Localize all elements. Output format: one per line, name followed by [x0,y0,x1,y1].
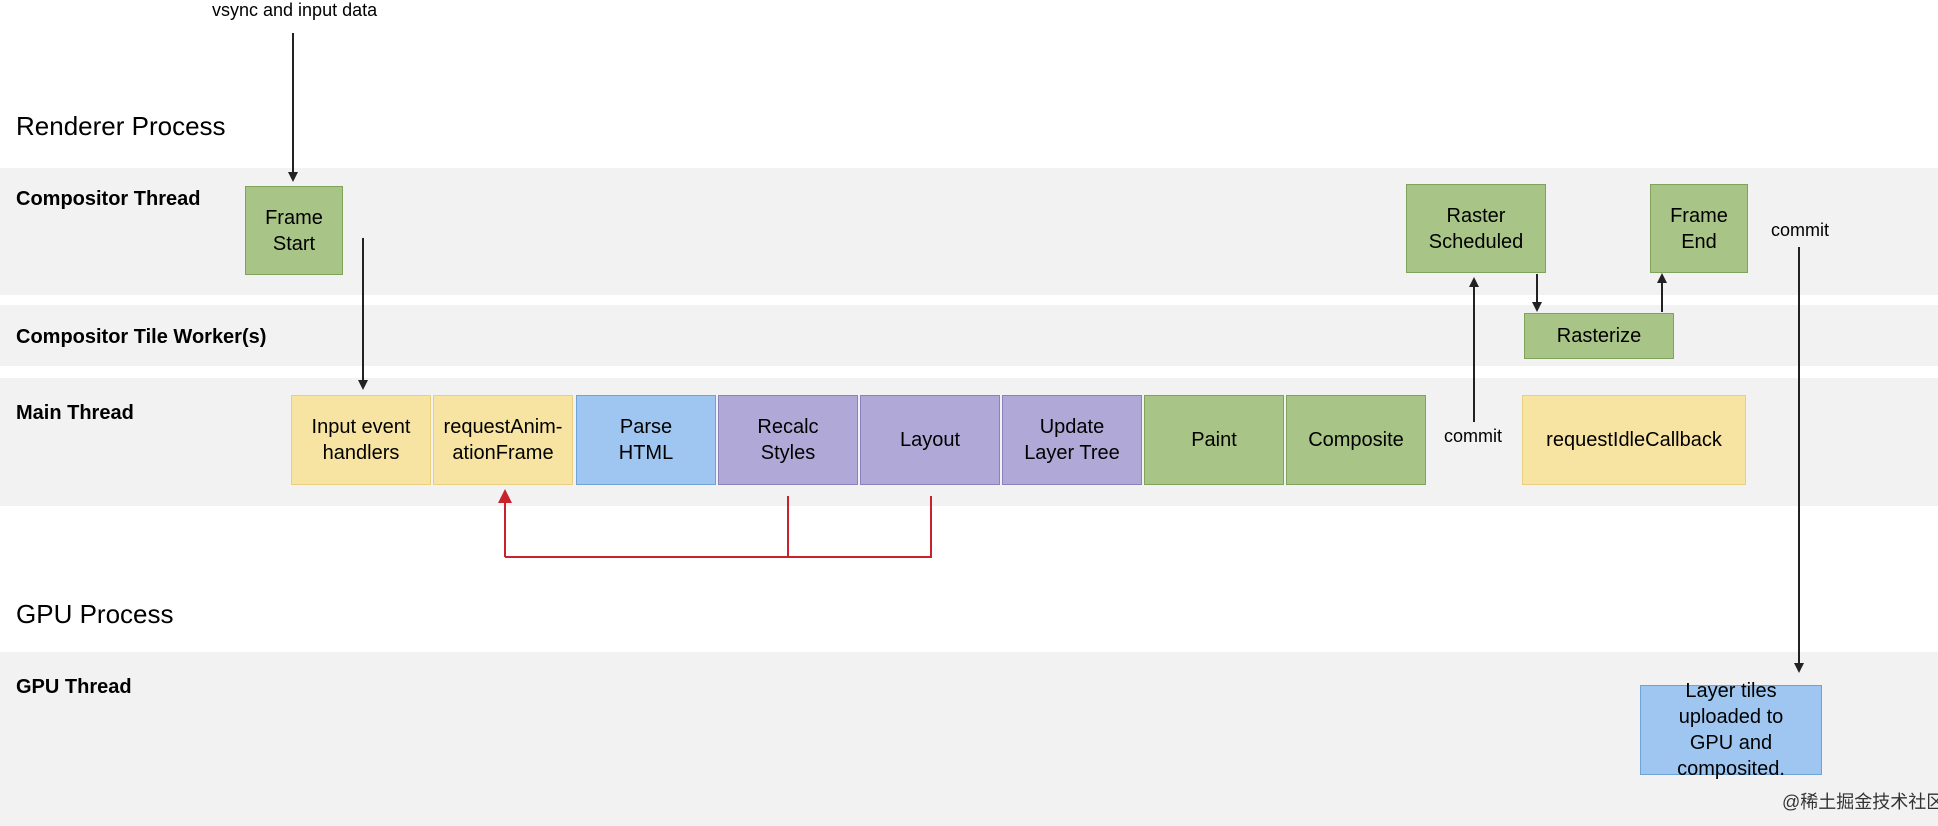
composite-box: Composite [1286,395,1426,485]
gpu-thread-lane [0,652,1938,826]
gpu-thread-label: GPU Thread [16,676,132,698]
compositor-thread-label: Compositor Thread [16,188,201,210]
parse-html-box: Parse HTML [576,395,716,485]
request-animation-frame-box: requestAnim- ationFrame [433,395,573,485]
frame-end-box: Frame End [1650,184,1748,273]
gpu-process-title: GPU Process [16,599,174,629]
forced-layout-feedback-line [505,496,932,558]
input-event-handlers-box: Input event handlers [291,395,431,485]
watermark: @稀土掘金技术社区 [1782,792,1938,812]
main-thread-label: Main Thread [16,402,134,424]
layout-box: Layout [860,395,1000,485]
rasterize-box: Rasterize [1524,313,1674,359]
frame-start-box: Frame Start [245,186,343,275]
commit-annotation-main: commit [1444,426,1502,446]
layer-tiles-box: Layer tiles uploaded to GPU and composit… [1640,680,1822,780]
request-idle-callback-box: requestIdleCallback [1522,395,1746,485]
paint-box: Paint [1144,395,1284,485]
commit-annotation-right: commit [1771,220,1829,240]
update-layer-tree-box: Update Layer Tree [1002,395,1142,485]
tile-worker-label: Compositor Tile Worker(s) [16,326,267,348]
raster-scheduled-box: Raster Scheduled [1406,184,1546,273]
vsync-annotation: vsync and input data [212,0,378,20]
recalc-styles-box: Recalc Styles [718,395,858,485]
renderer-process-title: Renderer Process [16,111,226,141]
